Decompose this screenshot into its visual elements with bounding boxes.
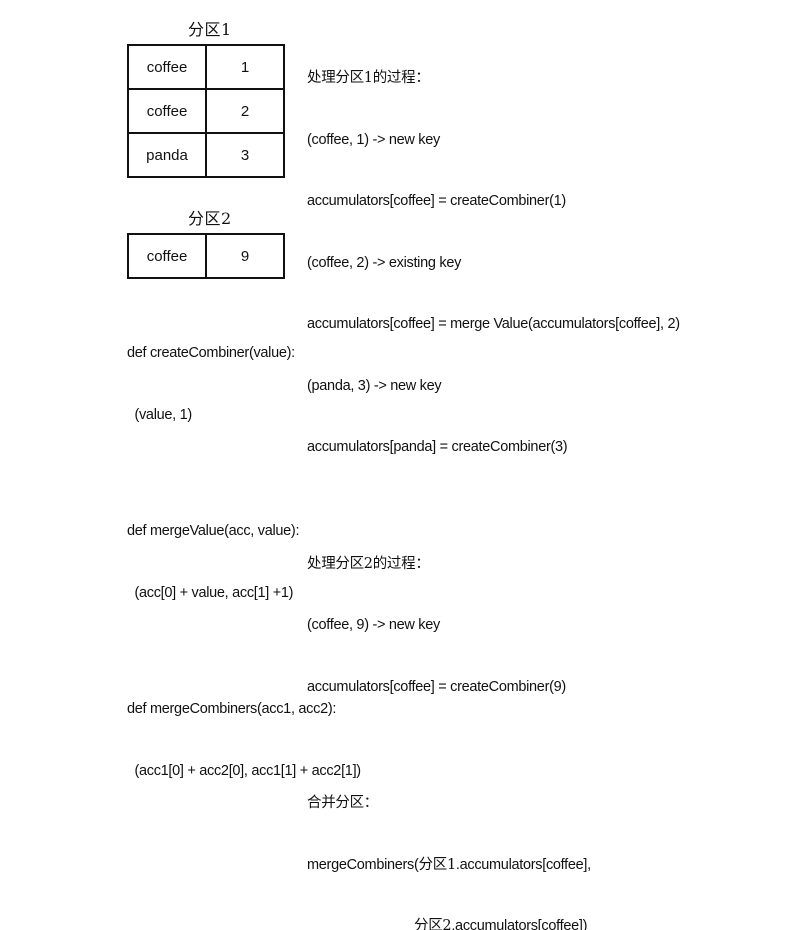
merge-prefix: mergeCombiners( (307, 856, 419, 873)
create-combiner-def: def createCombiner(value): (127, 345, 295, 361)
process1-line: (panda, 3) -> new key (307, 377, 442, 394)
table-row: coffee 9 (127, 233, 285, 279)
merge-line-1: mergeCombiners(分区1.accumulators[coffee], (307, 855, 680, 876)
table-row: coffee 1 (127, 44, 285, 90)
merge-partition1-ref: 分区1 (418, 856, 457, 873)
process1-line: accumulators[panda] = createCombiner(3) (307, 439, 568, 455)
partition2-value-cell: 9 (205, 233, 285, 279)
partition1-title: 分区1 (188, 20, 232, 39)
merge-value-def: def mergeValue(acc, value): (127, 523, 300, 539)
process2-heading: 处理分区2的过程： (307, 555, 430, 572)
partition1-key-cell: coffee (127, 88, 207, 134)
merge-suffix-2: .accumulators[coffee]) (451, 918, 588, 930)
process1-line: (coffee, 1) -> new key (307, 131, 440, 148)
create-combiner-body: (value, 1) (127, 406, 192, 423)
partition1-value-cell: 3 (205, 132, 285, 178)
process2-line: (coffee, 9) -> new key (307, 617, 440, 633)
table-row: coffee 2 (127, 88, 285, 134)
partition1-table: coffee 1 coffee 2 panda 3 (127, 44, 285, 178)
merge-line-2: 分区2.accumulators[coffee]) (307, 916, 680, 930)
process-description: 处理分区1的过程： (coffee, 1) -> new key accumul… (307, 27, 680, 930)
merge-heading: 合并分区： (307, 795, 378, 811)
process1-heading: 处理分区1的过程： (307, 70, 430, 86)
partition1-key-cell: coffee (127, 44, 207, 90)
merge-combiners-body: (acc1[0] + acc2[0], acc1[1] + acc2[1]) (127, 762, 361, 779)
partition2-title: 分区2 (188, 209, 232, 228)
table-row: panda 3 (127, 132, 285, 178)
partition2-table: coffee 9 (127, 233, 285, 279)
partition1-value-cell: 2 (205, 88, 285, 134)
merge-partition2-ref: 分区2 (414, 918, 452, 930)
merge-value-body: (acc[0] + value, acc[1] +1) (127, 584, 294, 601)
merge-suffix-1: .accumulators[coffee], (455, 856, 591, 873)
process1-line: accumulators[coffee] = merge Value(accum… (307, 316, 680, 332)
process1-line: (coffee, 2) -> existing key (307, 254, 462, 271)
process2-line: accumulators[coffee] = createCombiner(9) (307, 678, 566, 695)
process1-line: accumulators[coffee] = createCombiner(1) (307, 193, 566, 209)
partition1-key-cell: panda (127, 132, 207, 178)
function-definitions: def createCombiner(value): (value, 1) de… (127, 302, 361, 802)
partition2-key-cell: coffee (127, 233, 207, 279)
merge-combiners-def: def mergeCombiners(acc1, acc2): (127, 701, 337, 717)
partition1-value-cell: 1 (205, 44, 285, 90)
